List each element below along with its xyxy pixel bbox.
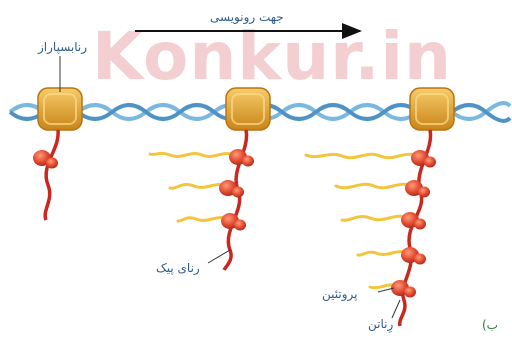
rna-polymerase-1: [38, 88, 82, 130]
protein-chain: [150, 153, 234, 156]
ribosome: [401, 212, 426, 230]
ribosome: [405, 180, 430, 198]
protein-chain: [342, 216, 408, 220]
protein-label: پروتئین: [322, 287, 357, 301]
mrna-label: رنای پیک: [156, 261, 200, 275]
protein-chain: [170, 184, 226, 188]
panel-label: ب): [482, 318, 498, 332]
protein-chain: [336, 184, 412, 187]
protein-chain: [358, 252, 408, 256]
ribosome: [391, 280, 416, 298]
rna-polymerase-3: [410, 88, 454, 130]
ribosome: [411, 150, 436, 168]
ribosomes: [33, 149, 436, 298]
leader-line: [392, 300, 400, 318]
ribosome-label: رِناتن: [368, 317, 393, 331]
ribosome: [229, 149, 254, 167]
protein-chain: [178, 218, 228, 222]
ribosome: [221, 213, 246, 231]
rna-polymerase-label: رنابسپاراز: [38, 40, 87, 54]
leader-line: [208, 250, 230, 263]
rna-polymerase-2: [226, 88, 270, 130]
protein-chain: [306, 154, 418, 157]
arrow-label: جهت رونویسی: [210, 10, 284, 24]
mrna-strand-1: [45, 130, 58, 220]
ribosome: [401, 247, 426, 265]
ribosome: [219, 180, 244, 198]
